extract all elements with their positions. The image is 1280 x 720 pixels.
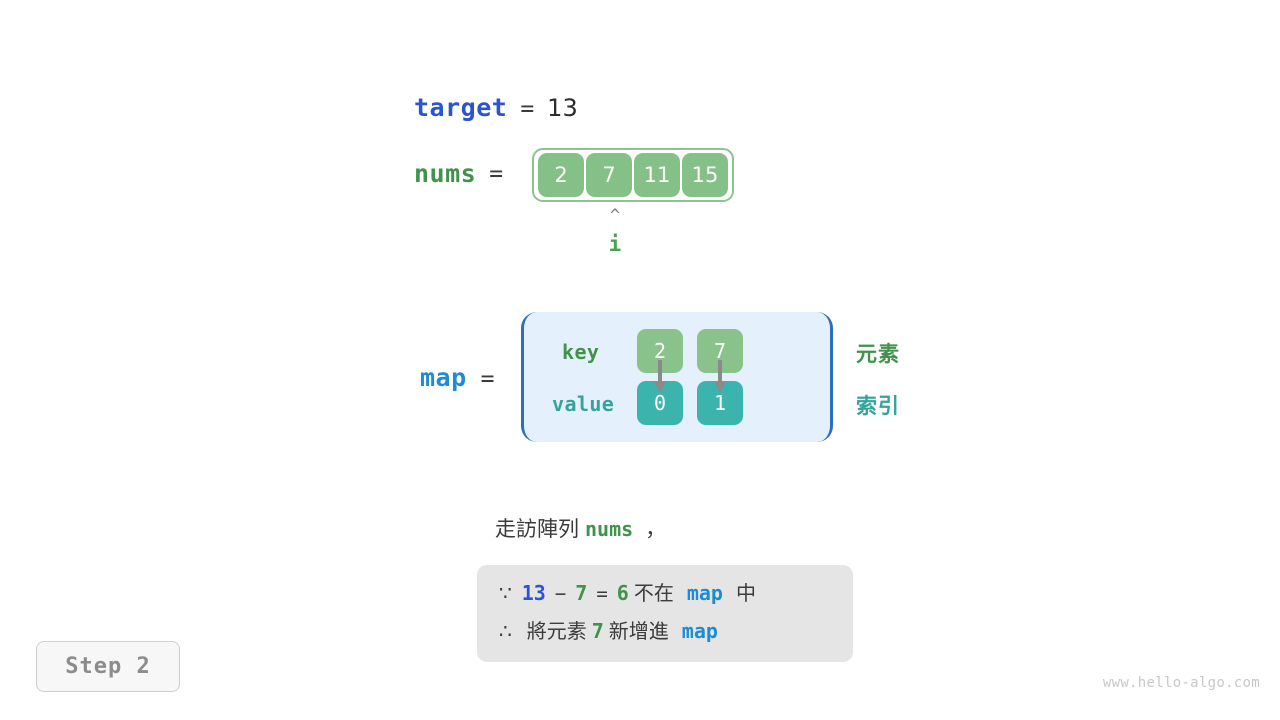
therefore-symbol: ∴ bbox=[499, 619, 512, 643]
pointer-label: i bbox=[608, 232, 622, 256]
target-variable-name: target bbox=[414, 93, 508, 122]
map-index-side-label: 索引 bbox=[856, 394, 900, 418]
watermark: www.hello-algo.com bbox=[1102, 675, 1260, 691]
minus-operator: − bbox=[554, 583, 567, 605]
description-nums-token: nums bbox=[585, 517, 634, 541]
map-value-cell: 0 bbox=[637, 381, 683, 425]
note-line-2-mid-text: 新增進 bbox=[608, 619, 669, 643]
target-value: 13 bbox=[547, 94, 578, 122]
key-to-value-arrow-icon bbox=[654, 360, 666, 393]
array-cell: 7 bbox=[586, 153, 632, 197]
map-value-row-label: value bbox=[552, 392, 615, 416]
description-prefix: 走訪陣列 bbox=[495, 517, 579, 541]
map-element-side-label: 元素 bbox=[856, 342, 900, 366]
key-to-value-arrow-icon bbox=[714, 360, 726, 393]
nums-variable-row: nums = bbox=[414, 159, 503, 188]
note-line-2-start-text: 將元素 bbox=[526, 619, 587, 643]
pointer-caret-icon: ^ bbox=[609, 206, 621, 226]
description-suffix: ， bbox=[645, 517, 667, 541]
step-badge: Step 2 bbox=[36, 641, 180, 692]
map-variable-name: map bbox=[420, 363, 467, 392]
note-line-1-end-text: 中 bbox=[735, 581, 756, 605]
map-equals-sign: = bbox=[480, 366, 495, 392]
target-equals-sign: = bbox=[520, 96, 535, 122]
array-cell: 11 bbox=[634, 153, 680, 197]
equals-operator: = bbox=[596, 583, 608, 605]
because-symbol: ∵ bbox=[499, 581, 512, 605]
note-map-token: map bbox=[681, 619, 718, 643]
nums-array-container: 2 7 11 15 bbox=[532, 148, 734, 202]
nums-equals-sign: = bbox=[489, 160, 504, 187]
note-line-1-mid-text: 不在 bbox=[633, 581, 674, 605]
note-inserted-value: 7 bbox=[591, 619, 604, 643]
map-value-cell: 1 bbox=[697, 381, 743, 425]
note-complement-value: 6 bbox=[616, 581, 629, 605]
map-key-row-label: key bbox=[562, 340, 600, 364]
index-pointer: ^ i bbox=[592, 208, 638, 259]
note-current-value: 7 bbox=[575, 581, 588, 605]
array-cell: 15 bbox=[682, 153, 728, 197]
map-variable-row: map = bbox=[420, 363, 495, 392]
nums-variable-name: nums bbox=[414, 159, 477, 188]
array-cell: 2 bbox=[538, 153, 584, 197]
target-variable-row: target = 13 bbox=[414, 93, 578, 122]
note-map-token: map bbox=[686, 581, 723, 605]
note-target-value: 13 bbox=[521, 581, 546, 605]
map-container: key value 2 7 0 1 bbox=[521, 312, 833, 442]
